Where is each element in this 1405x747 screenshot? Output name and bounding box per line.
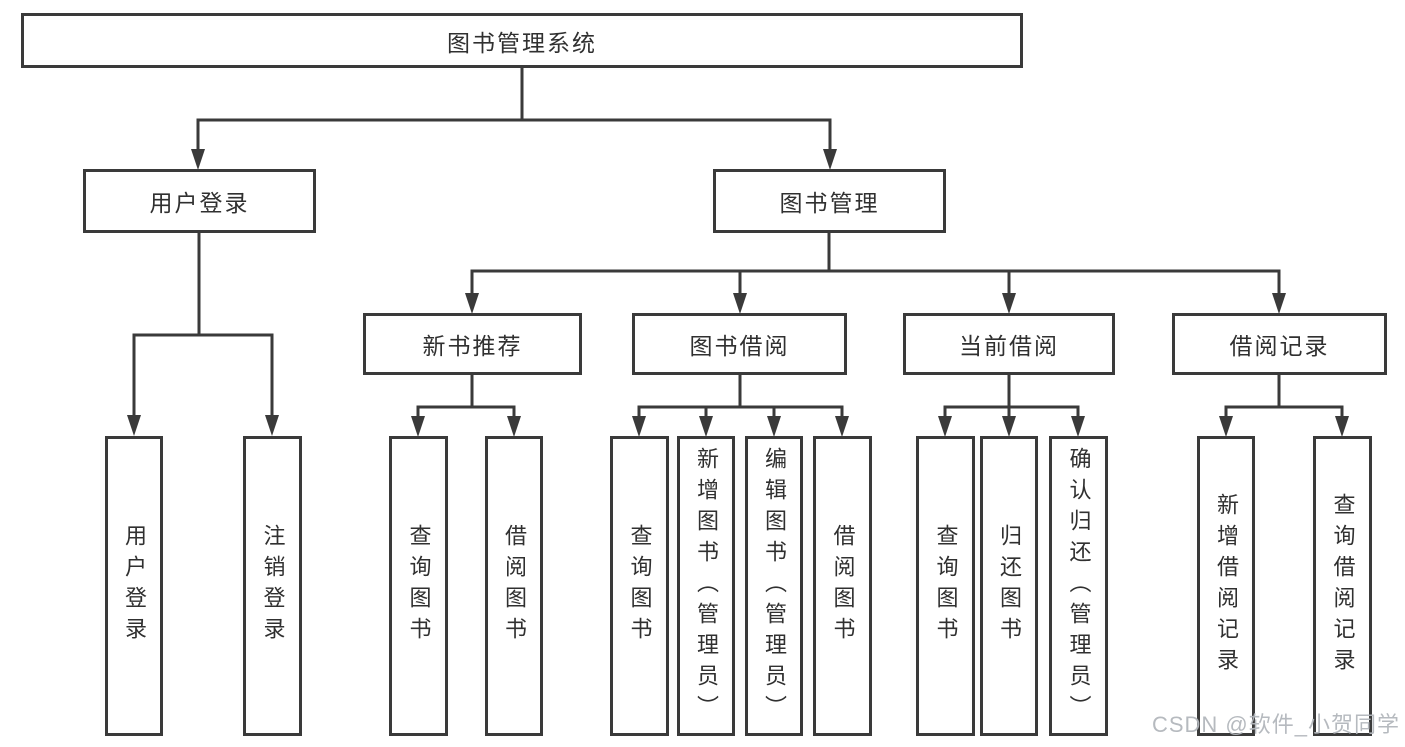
node-root-system: 图书管理系统 xyxy=(21,13,1023,68)
node-leaf-edit-book-admin: 编辑图书（管理员） xyxy=(745,436,803,736)
node-leaf-confirm-return-admin: 确认归还（管理员） xyxy=(1049,436,1108,736)
node-leaf-logout: 注销登录 xyxy=(243,436,302,736)
node-leaf-query-book-3: 查询图书 xyxy=(916,436,975,736)
node-leaf-borrow-book-2: 借阅图书 xyxy=(813,436,872,736)
node-leaf-user-login: 用户登录 xyxy=(105,436,163,736)
node-current-borrow: 当前借阅 xyxy=(903,313,1115,375)
csdn-watermark: CSDN @软件_小贺同学 xyxy=(1151,712,1400,737)
node-leaf-query-borrow-record: 查询借阅记录 xyxy=(1313,436,1372,736)
node-borrow-records: 借阅记录 xyxy=(1172,313,1387,375)
node-leaf-query-book-1: 查询图书 xyxy=(389,436,448,736)
node-leaf-query-book-2: 查询图书 xyxy=(610,436,669,736)
node-book-management: 图书管理 xyxy=(713,169,946,233)
node-user-login: 用户登录 xyxy=(83,169,316,233)
node-new-book-recommend: 新书推荐 xyxy=(363,313,582,375)
node-leaf-add-book-admin: 新增图书（管理员） xyxy=(677,436,735,736)
node-leaf-borrow-book-1: 借阅图书 xyxy=(485,436,543,736)
node-leaf-add-borrow-record: 新增借阅记录 xyxy=(1197,436,1255,736)
node-book-borrow: 图书借阅 xyxy=(632,313,847,375)
node-leaf-return-book: 归还图书 xyxy=(980,436,1038,736)
arrowheads xyxy=(127,149,1349,437)
